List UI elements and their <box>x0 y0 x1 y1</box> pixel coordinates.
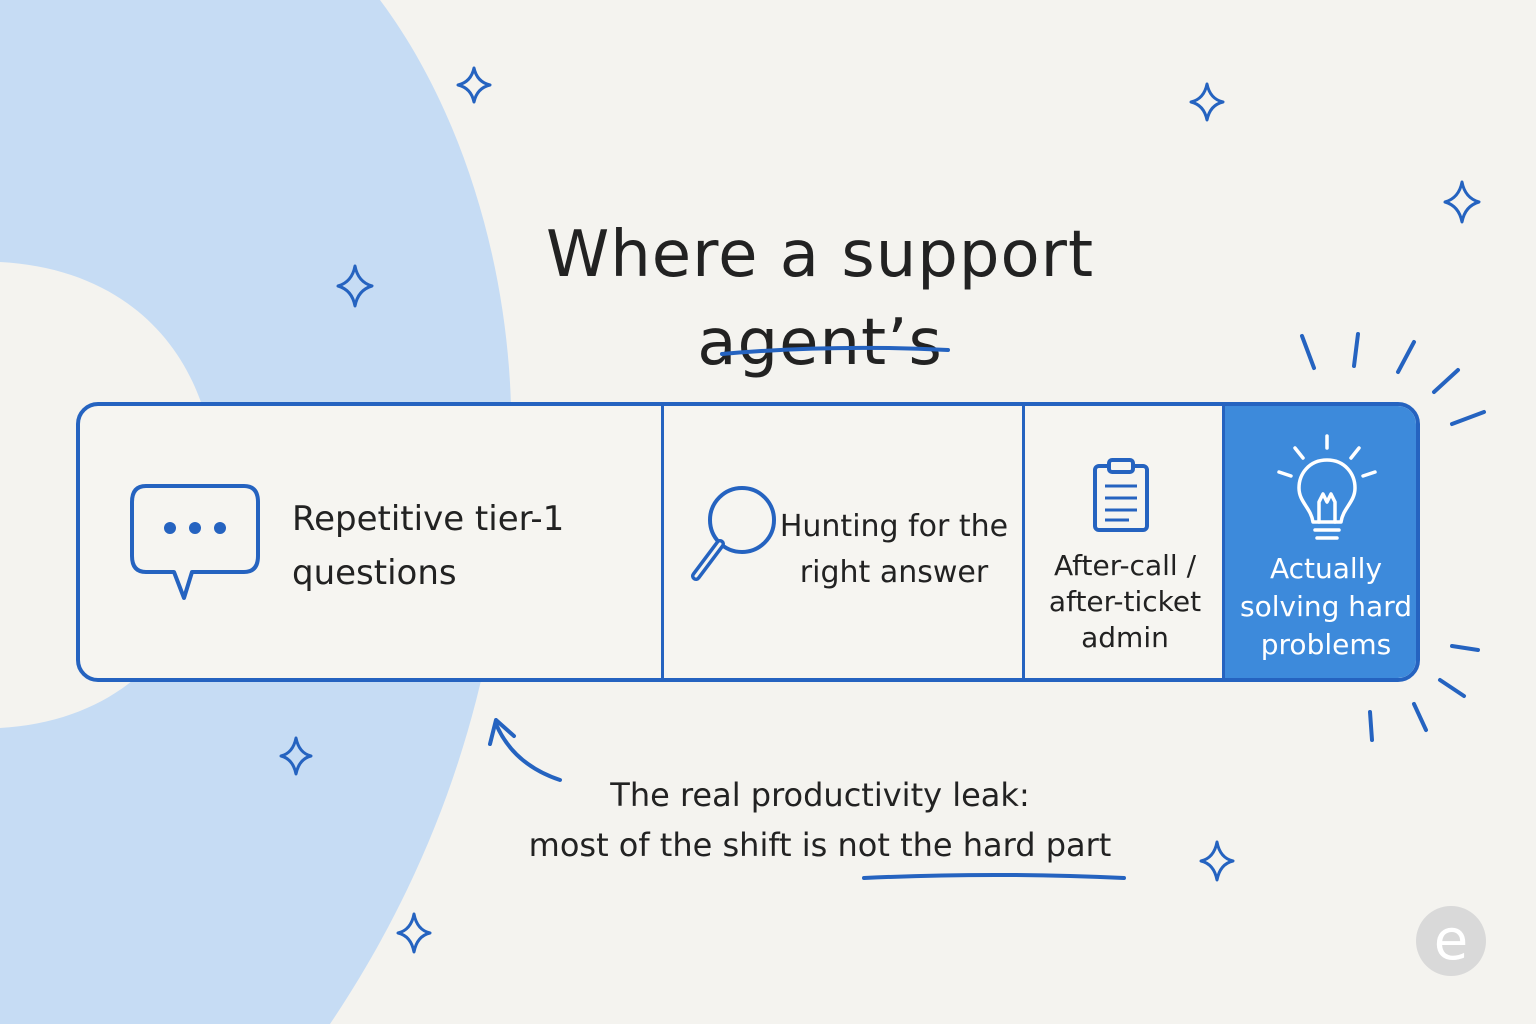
segment-label: After-call / after-ticket admin <box>1048 549 1202 654</box>
speech-bubble-icon <box>130 484 260 600</box>
clipboard-icon <box>1093 458 1149 532</box>
lightbulb-icon <box>1277 434 1377 540</box>
segment-hunting-answer: Hunting for the right answer <box>661 406 1022 678</box>
title-line-1: Where a support agent’s <box>545 217 1095 380</box>
caption-line-2-start: most of the shift is <box>528 826 828 864</box>
brand-logo: e <box>1416 906 1486 976</box>
segment-label: Actually solving hard problems <box>1240 552 1412 661</box>
caption-line-1: The real productivity leak: <box>610 776 1030 814</box>
segment-label: Hunting for the right answer <box>779 509 1009 590</box>
caption-emphasis: not the hard part <box>837 826 1112 864</box>
segment-admin: After-call / after-ticket admin <box>1022 406 1222 678</box>
magnifying-glass-icon <box>691 486 776 581</box>
segment-hard-problems: Actually solving hard problems <box>1222 406 1416 678</box>
segment-repetitive-questions: Repetitive tier-1 questions <box>80 406 661 678</box>
segment-label: Repetitive tier-1 questions <box>292 499 565 593</box>
highlight-rays <box>1300 332 1486 742</box>
caption: The real productivity leak: most of the … <box>500 770 1140 870</box>
caption-line-2: most of the shift is not the hard part <box>500 820 1140 870</box>
shift-breakdown-bar: Repetitive tier-1 questions Hunting for … <box>76 402 1420 682</box>
